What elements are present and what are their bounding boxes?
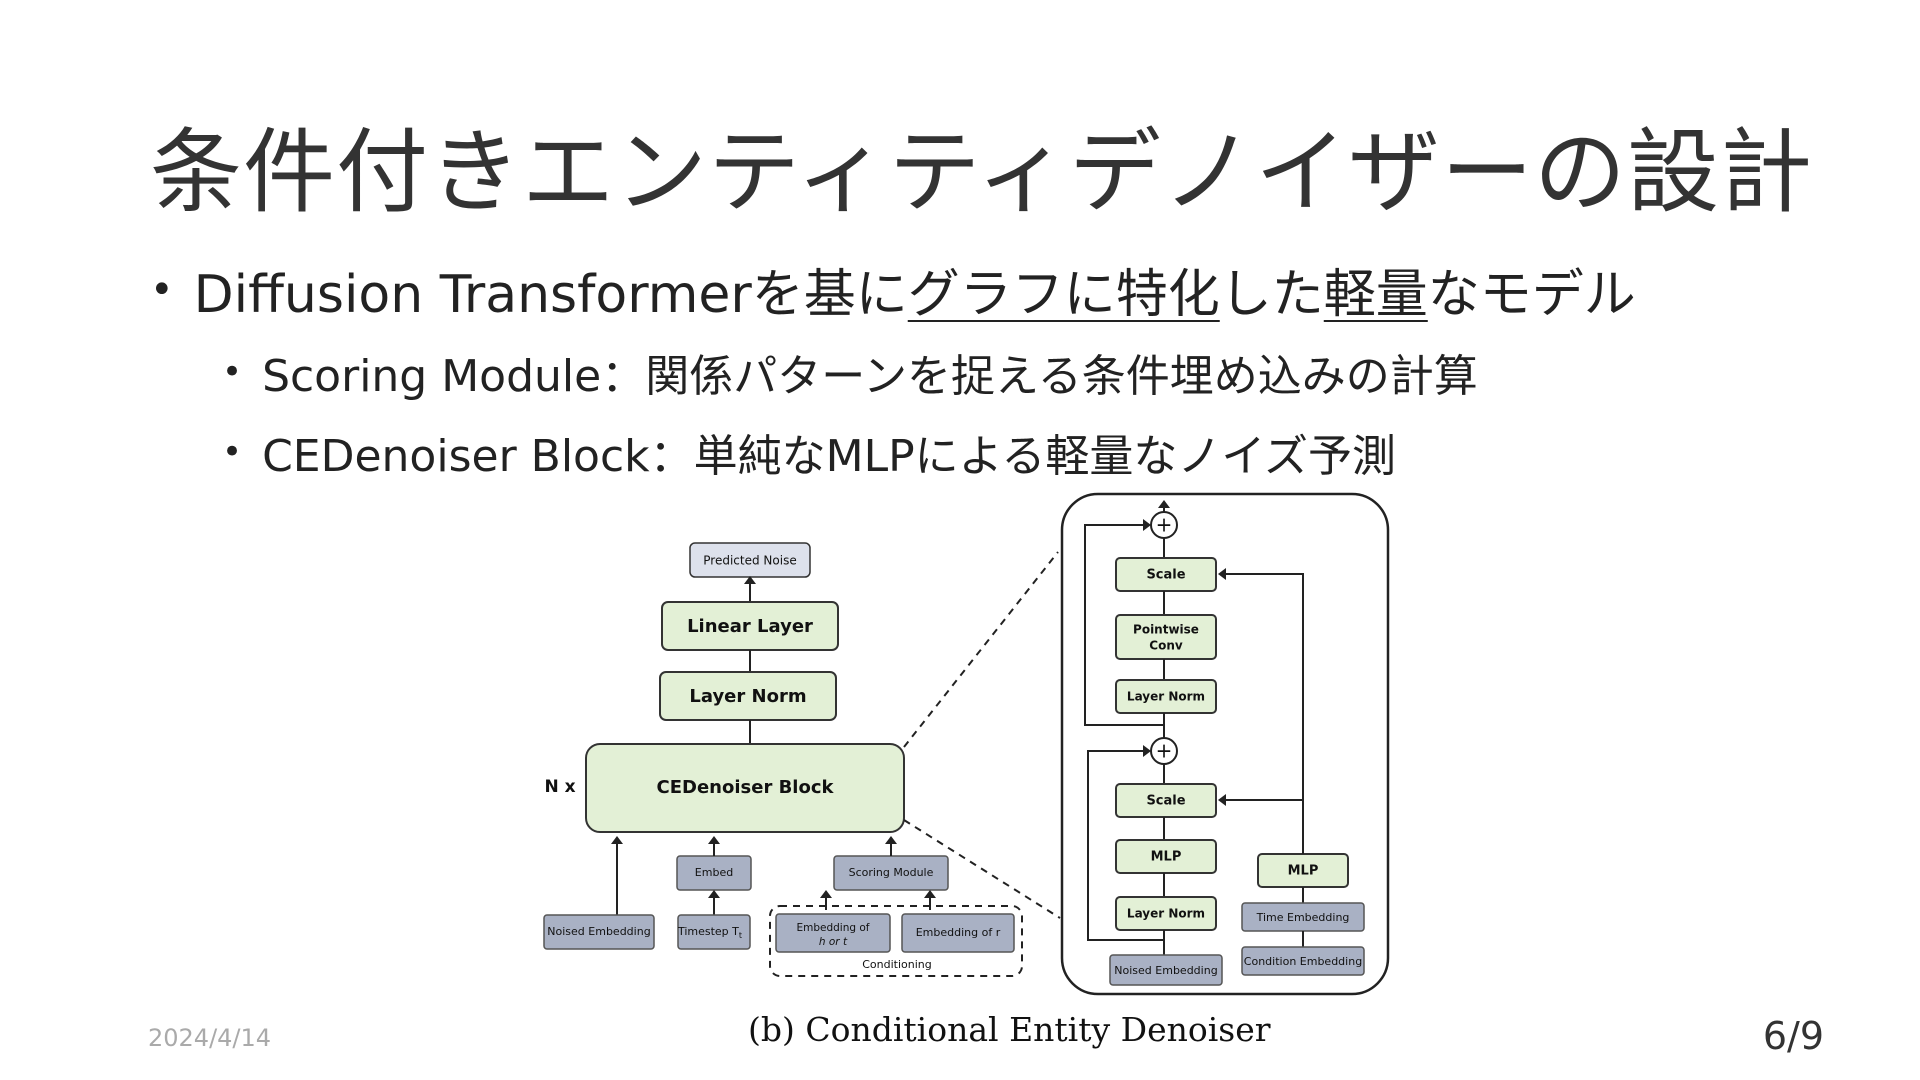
scale-top-label: Scale: [1146, 568, 1185, 583]
arrowhead: [1218, 794, 1226, 806]
sub-bullet-scoring: • Scoring Module：関係パターンを捉える条件埋め込みの計算: [222, 340, 1478, 404]
bullet-main-prefix: Diffusion Transformerを基に: [193, 265, 908, 325]
scale-top-box: [1115, 557, 1217, 592]
pointwise-conv-box: [1115, 614, 1217, 660]
arrowhead: [1218, 568, 1226, 580]
arrowhead: [924, 890, 936, 898]
layer-norm-box: [659, 671, 837, 721]
condition-embedding-box: [1241, 946, 1365, 976]
mlp-right-label: MLP: [1288, 864, 1319, 879]
noised-embedding-right-label: Noised Embedding: [1114, 964, 1217, 977]
scale-bottom-label: Scale: [1146, 794, 1185, 809]
layer-norm-label: Layer Norm: [689, 686, 806, 707]
cedenoiser-block-label: CEDenoiser Block: [657, 777, 835, 798]
linear-layer-label: Linear Layer: [687, 616, 813, 637]
arrowhead: [611, 836, 623, 844]
expansion-line-top: [903, 551, 1059, 748]
arrowhead: [820, 890, 832, 898]
bullet-main-mid: した: [1219, 265, 1324, 325]
bullet-dot: •: [222, 432, 243, 472]
mlp-left-label: MLP: [1151, 850, 1182, 865]
mlp-to-scale-top-line: [1222, 573, 1304, 854]
mlp-left-box: [1115, 839, 1217, 874]
layer-norm-bottom-box: [1115, 896, 1217, 931]
noised-embedding-label: Noised Embedding: [547, 925, 650, 938]
embedding-r-box: [901, 913, 1015, 953]
arrowhead: [744, 576, 756, 584]
pointwise-label-1: Pointwise: [1133, 623, 1199, 637]
diagram-caption: (b) Conditional Entity Denoiser: [748, 1010, 1271, 1049]
sub-bullet-cedenoiser: • CEDenoiser Block：単純なMLPによる軽量なノイズ予測: [222, 420, 1396, 484]
embedding-hr-label-1: Embedding of: [796, 922, 869, 934]
bullet-main: • Diffusion Transformerを基にグラフに特化した軽量なモデル: [150, 252, 1636, 327]
plus-symbol: +: [1156, 513, 1173, 537]
layer-norm-top-box: [1115, 679, 1217, 714]
bullet-main-underline-graph: グラフに特化: [907, 265, 1220, 325]
arrowhead: [1158, 500, 1170, 508]
bullet-main-underline-light: 軽量: [1323, 265, 1428, 325]
timestep-box: [677, 914, 751, 950]
expansion-line-bottom: [903, 819, 1061, 919]
slide-title: 条件付きエンティティデノイザーの設計: [150, 119, 1813, 226]
arrowhead: [1143, 745, 1151, 757]
conditioning-group: [769, 905, 1023, 977]
slide-date: 2024/4/14: [148, 1024, 272, 1052]
page-number: 6/9: [1762, 1014, 1824, 1058]
plus-symbol: +: [1156, 739, 1173, 763]
layer-norm-top-label: Layer Norm: [1127, 690, 1205, 704]
noised-embedding-right-box: [1109, 954, 1223, 986]
time-embedding-label: Time Embedding: [1256, 911, 1350, 924]
noised-embedding-box: [543, 914, 655, 950]
arrowhead: [885, 836, 897, 844]
condition-embedding-label: Condition Embedding: [1244, 955, 1362, 968]
repeat-label: N x: [544, 777, 575, 797]
layer-norm-bottom-label: Layer Norm: [1127, 907, 1205, 921]
scoring-module-label: Scoring Module: [849, 866, 934, 879]
embedding-hr-box: [775, 913, 891, 953]
arrowhead: [708, 890, 720, 898]
bullet-main-suffix: なモデル: [1427, 265, 1636, 325]
scale-bottom-box: [1115, 783, 1217, 818]
predicted-noise-label: Predicted Noise: [703, 554, 796, 568]
timestep-label: Timestep Tt: [677, 925, 742, 940]
embedding-hr-label-2: h or t: [819, 936, 848, 948]
bullet-dot: •: [150, 266, 174, 313]
embed-label: Embed: [695, 866, 733, 879]
cedenoiser-block-box: [585, 743, 905, 833]
arrowhead: [708, 836, 720, 844]
pointwise-label-2: Conv: [1149, 639, 1183, 653]
sub-bullet-cedenoiser-text: CEDenoiser Block：単純なMLPによる軽量なノイズ予測: [262, 431, 1397, 482]
embedding-r-label: Embedding of r: [916, 926, 1001, 939]
sub-bullet-scoring-text: Scoring Module：関係パターンを捉える条件埋め込みの計算: [262, 351, 1478, 402]
expanded-block-frame: [1060, 492, 1390, 996]
conditioning-label: Conditioning: [862, 958, 932, 971]
bullet-dot: •: [222, 352, 243, 392]
arrowhead: [1143, 519, 1151, 531]
